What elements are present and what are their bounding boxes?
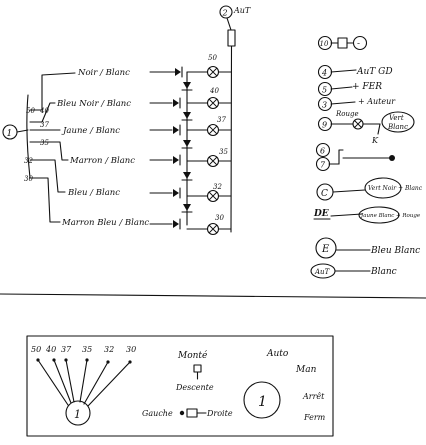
input-num: 30 (24, 175, 33, 183)
legend-text: - (357, 39, 360, 49)
mode-label-auto: Auto (266, 349, 289, 359)
legend-terminal-number: E (321, 244, 330, 255)
top-terminal: 2 AuT (219, 5, 251, 233)
lamp-icon (206, 222, 220, 236)
wire-label-noir-blanc: Noir / Blanc (77, 68, 130, 78)
mode-knob-indicator: 1 (258, 394, 267, 410)
legend-terminal-number: 10 (320, 40, 329, 48)
diode (181, 204, 193, 213)
mode-label-man: Man (295, 365, 317, 375)
lamp-value: 32 (213, 183, 222, 191)
branch-wires (41, 72, 76, 223)
diode (173, 218, 181, 230)
main-terminal-number: 1 (7, 129, 13, 139)
descente-label: Descente (175, 383, 214, 392)
lamp-icon (206, 65, 220, 79)
lamps: 50 40 37 35 32 30 (206, 54, 228, 236)
diode (173, 154, 181, 166)
wire-label-bleu-blanc: Bleu / Blanc (67, 188, 120, 198)
dial-value: 32 (104, 345, 114, 354)
input-numbers: 50 40 37 35 32 30 (24, 107, 49, 183)
legend-text: Blanc (370, 267, 397, 277)
legend-terminal-number: AuT (314, 268, 331, 276)
dial-knob-label: 1 (74, 408, 81, 421)
lamp-value: 40 (209, 87, 219, 95)
label-to-diode-wires (149, 71, 176, 225)
wire-label-marron-blanc: Marron / Blanc (69, 156, 135, 166)
input-num: 50 (26, 107, 35, 115)
input-num: 32 (24, 157, 33, 165)
monte-label: Monté (177, 350, 208, 361)
wire-labels: Noir / Blanc Bleu Noir / Blanc Jaune / B… (56, 68, 149, 228)
lamp-icon (206, 189, 220, 203)
legend-text: Jaune Blanc + Rouge (360, 213, 421, 219)
legend-blanc: Blanc (387, 123, 408, 131)
legend-text: Rouge (335, 110, 359, 118)
legend-k: K (371, 136, 379, 145)
legend-terminal-number: 6 (320, 147, 325, 156)
input-num: 35 (40, 139, 49, 147)
dial-value: 40 (45, 345, 56, 354)
legend-text: Bleu Blanc (370, 246, 420, 256)
dial-value: 30 (126, 345, 136, 354)
top-terminal-number: 2 (222, 9, 228, 18)
legend-text: + Auteur (358, 97, 396, 106)
control-panel: 50 40 37 35 32 30 1 Monté Desce (26, 335, 334, 437)
input-num: 40 (39, 107, 49, 115)
legend-terminal-number: 5 (322, 86, 327, 95)
input-num: 37 (40, 121, 49, 129)
legend-vert: Vert (389, 114, 404, 122)
wire-label-marron-bleu-blanc: Marron Bleu / Blanc (61, 218, 149, 228)
diode (181, 82, 193, 91)
diode-column (173, 66, 193, 230)
wire-label-bleu-noir-blanc: Bleu Noir / Blanc (56, 99, 131, 109)
input-bus: 1 (2, 94, 43, 179)
diode (173, 124, 181, 136)
fuse-symbol (227, 29, 236, 47)
separator-line (0, 293, 426, 299)
legend-text: + FER (352, 82, 382, 92)
mode-switch: Auto Man Arrêt Ferm 1 (243, 349, 326, 422)
diode (181, 112, 193, 121)
diode (181, 140, 193, 149)
diode (173, 97, 181, 109)
lamp-icon (206, 123, 220, 137)
legend-terminal-number: 3 (322, 101, 327, 110)
mode-knob[interactable] (243, 381, 281, 419)
droite-label: Droite (206, 409, 233, 418)
gauche-label: Gauche (142, 409, 173, 418)
legend-text: AuT GD (356, 67, 393, 77)
lamp-value: 50 (208, 54, 217, 62)
legend: 10 - 4 AuT GD 5 + FER 3 + Auteur 9 Rouge… (310, 35, 423, 279)
wire-label-jaune-blanc: Jaune / Blanc (61, 126, 120, 136)
diode (175, 66, 183, 78)
lamp-value: 35 (219, 148, 228, 156)
gauche-droite-button[interactable] (186, 408, 198, 418)
legend-terminal-number: 9 (322, 121, 327, 130)
dial-value: 35 (82, 345, 92, 354)
legend-terminal-number: 7 (320, 161, 326, 170)
diode (173, 187, 181, 199)
dial-value: 37 (61, 345, 72, 354)
dial-value: 50 (31, 345, 41, 354)
diode (181, 172, 193, 181)
legend-terminal-number: 4 (321, 69, 327, 78)
diode-to-lamp-wires (186, 71, 232, 230)
mode-label-ferm: Ferm (303, 413, 326, 422)
lamp-value: 30 (215, 214, 224, 222)
value-dial: 50 40 37 35 32 30 1 (31, 345, 136, 426)
legend-terminal-number: C (321, 189, 328, 199)
lamp-value: 37 (217, 116, 226, 124)
top-terminal-label: AuT (233, 6, 251, 15)
mode-label-arret: Arrêt (302, 392, 325, 401)
monte-descente-button[interactable] (193, 364, 202, 373)
lamp-icon (206, 96, 220, 110)
legend-text: Vert Noir + Blanc (368, 185, 423, 192)
legend-terminal-number: DE (313, 209, 329, 219)
direction-controls: Monté Descente Gauche Droite (142, 350, 233, 418)
lamp-icon (206, 154, 220, 168)
